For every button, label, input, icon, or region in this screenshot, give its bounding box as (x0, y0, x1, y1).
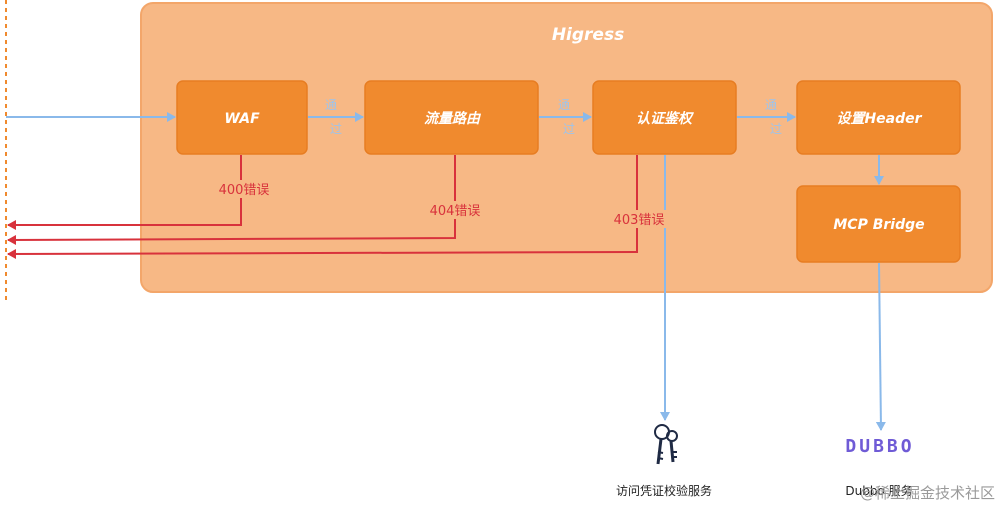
step-routing-label: 流量路由 (424, 110, 482, 127)
pass-label-2-bottom: 过 (563, 122, 575, 136)
pass-label-3-bottom: 过 (770, 122, 782, 136)
mcp-to-dubbo-arrow (875, 262, 886, 431)
step-waf: WAF (176, 80, 308, 155)
gateway-title: Higress (552, 25, 624, 45)
step-mcp: MCP Bridge (796, 185, 961, 263)
watermark: @稀土掘金技术社区 (860, 484, 995, 502)
routing-error-path (7, 155, 456, 245)
error-label-bg-1 (219, 180, 269, 198)
pass-label-1-bottom: 过 (330, 122, 342, 136)
step-routing: 流量路由 (364, 80, 539, 155)
step-auth: 认证鉴权 (592, 80, 737, 155)
credential-service-caption: 访问凭证校验服务 (616, 483, 712, 498)
error-label-403: 403错误 (614, 213, 665, 228)
step-header-box (796, 80, 961, 155)
step-header: 设置Header (796, 80, 961, 155)
error-label-400: 400错误 (219, 183, 270, 198)
dubbo-logo: DUBBO (845, 436, 914, 457)
dubbo-logo-bg (832, 434, 928, 456)
error-label-bg-3 (612, 210, 666, 228)
pass-label-3-top: 通 (765, 98, 777, 112)
error-label-404: 404错误 (430, 204, 481, 219)
auth-error-path (7, 155, 638, 259)
step-mcp-box (796, 185, 961, 263)
error-label-bg-2 (428, 201, 482, 219)
pass-label-2-top: 通 (558, 98, 570, 112)
dubbo-service-caption: Dubbo 服务 (845, 483, 912, 498)
keys-icon (654, 424, 678, 465)
step-routing-box (364, 80, 539, 155)
step-waf-label: WAF (224, 111, 260, 127)
step-auth-label: 认证鉴权 (636, 110, 695, 127)
step-header-label: 设置Header (836, 111, 922, 127)
pass-label-1-top: 通 (325, 98, 337, 112)
step-waf-box (176, 80, 308, 155)
step-mcp-label: MCP Bridge (833, 217, 924, 233)
step-auth-box (592, 80, 737, 155)
higress-gateway-box (140, 2, 993, 293)
waf-error-path (7, 155, 242, 230)
